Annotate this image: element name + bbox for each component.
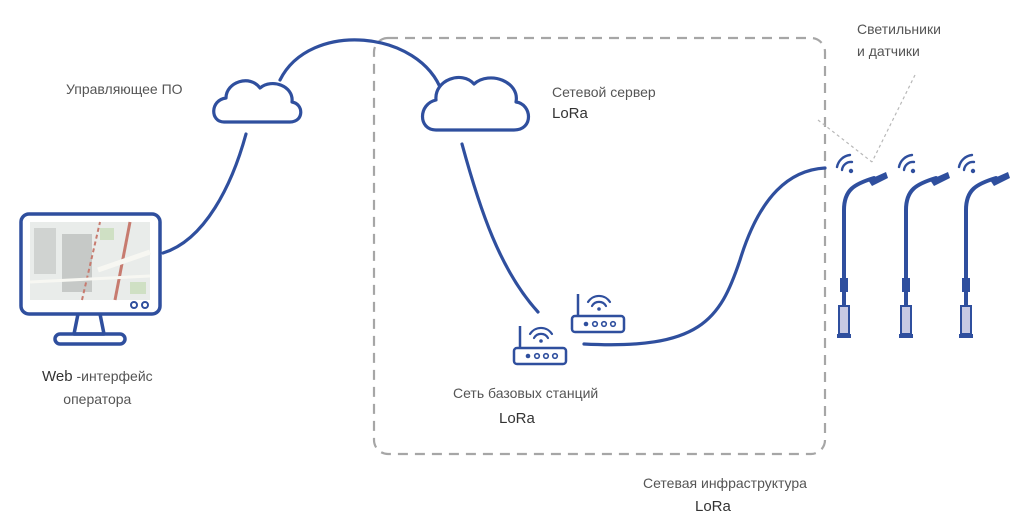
monitor-button (130, 301, 138, 309)
wifi-icon (528, 326, 554, 343)
base-station-icon (512, 326, 568, 366)
map-road (81, 221, 101, 301)
street-lamp-icon (835, 153, 888, 338)
lamp-label-pointer (817, 74, 916, 163)
wifi-icon (957, 153, 976, 174)
web-interface-label: Web -интерфейс оператора (42, 367, 153, 408)
infrastructure-boundary (372, 36, 827, 456)
web-interface-label-line2: оператора (63, 391, 132, 407)
map-green (100, 228, 114, 240)
base-stations-label-line2: LoRa (499, 410, 535, 427)
map-street (97, 249, 151, 273)
infrastructure-label-line1: Сетевая инфраструктура (643, 475, 807, 491)
link-software-to-server (278, 38, 444, 94)
infrastructure-label-line2: LoRa (695, 498, 731, 515)
base-station-icon (570, 294, 626, 334)
monitor-button (141, 301, 149, 309)
monitor-base (53, 332, 127, 346)
base-stations-label: Сеть базовых станций LoRa (453, 384, 598, 428)
wifi-icon (835, 153, 854, 174)
monitor-icon (19, 212, 162, 346)
map-block (62, 234, 92, 292)
link-monitor-to-software (161, 132, 248, 255)
monitor-stand (72, 313, 106, 336)
street-lamp-icon (957, 153, 1010, 338)
web-interface-label-rest: -интерфейс (72, 368, 153, 384)
link-base-station-to-lamps (582, 166, 827, 347)
cloud-icon (420, 75, 531, 132)
wifi-icon (897, 153, 916, 174)
map-green (130, 282, 146, 294)
control-software-label: Управляющее ПО (66, 81, 183, 97)
connection-lines (161, 38, 827, 347)
web-interface-label-web: Web (42, 368, 73, 385)
lamps-label: Светильники и датчики (857, 20, 941, 60)
map-block (34, 228, 56, 274)
infrastructure-label: Сетевая инфраструктура LoRa (643, 474, 807, 516)
lamps-label-line1: Светильники (857, 21, 941, 37)
link-server-to-base-station (460, 142, 540, 314)
network-server-label: Сетевой сервер LoRa (552, 83, 656, 123)
base-stations-label-line1: Сеть базовых станций (453, 385, 599, 401)
street-lamp-icon (897, 153, 950, 338)
cloud-icon (212, 79, 303, 124)
lamps-label-line2: и датчики (857, 43, 920, 59)
wifi-icon (586, 294, 612, 311)
map-street (29, 274, 151, 284)
web-interface-label-line1: Web -интерфейс (42, 367, 153, 386)
network-server-label-line2: LoRa (552, 105, 588, 122)
network-server-label-line1: Сетевой сервер (552, 84, 656, 100)
